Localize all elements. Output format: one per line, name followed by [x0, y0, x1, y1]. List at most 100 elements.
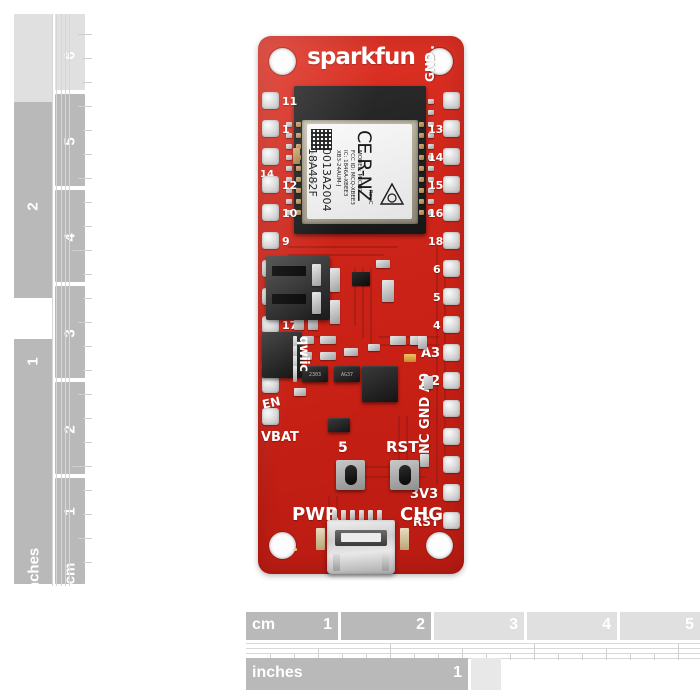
module-label-model: MODEL: MICRO [356, 150, 362, 192]
micro-usb-connector[interactable] [327, 520, 395, 574]
pin-label-right-3v3: 3V3 [410, 487, 439, 502]
pin-label-right-13: 13 [428, 123, 444, 136]
component-switch-small [420, 454, 429, 467]
header-pad-right-6[interactable] [443, 260, 460, 277]
horizontal-ruler-cm-tick-2: 2 [416, 616, 425, 633]
pin-label-right-5: 5 [433, 291, 441, 304]
header-pad-right-nc[interactable] [443, 428, 460, 445]
header-pad-right-15[interactable] [443, 176, 460, 193]
header-pad-right-3v3[interactable] [443, 484, 460, 501]
pwr-led [316, 528, 325, 550]
module-label-tracking: A31A1700020766 [310, 152, 314, 185]
pin-label-right-18: 18 [428, 235, 444, 248]
component-res-a [294, 316, 304, 330]
horizontal-ruler-inches-tick-1: 1 [453, 664, 462, 681]
header-pad-left-11[interactable] [262, 92, 279, 109]
xbee-rf-shield: CE R-NZ MODEL: MICRO FCC ID: MCQ-XBEE3 I… [302, 120, 418, 224]
reset-button[interactable] [390, 460, 419, 490]
ic-sot-c [328, 418, 350, 432]
vertical-ruler-ticks [52, 14, 92, 586]
horizontal-ruler: cm 1 2 3 4 5 [246, 612, 700, 694]
pin-label-right-a3: A3 [421, 346, 441, 361]
ic-sot-a: 2303 [302, 366, 328, 382]
header-pad-left-10[interactable] [262, 204, 279, 221]
horizontal-ruler-inches-segment-1: inches 1 [246, 658, 468, 690]
horizontal-ruler-cm-segment-3: 3 [434, 612, 524, 640]
user-button[interactable] [336, 460, 365, 490]
horizontal-ruler-cm-segment-5: 5 [620, 612, 700, 640]
vertical-ruler-inches-tick-1: 1 [24, 357, 42, 366]
horizontal-ruler-cm-segment-1: cm 1 [246, 612, 338, 640]
header-pad-left-9[interactable] [262, 232, 279, 249]
header-pad-right-14[interactable] [443, 148, 460, 165]
pin-label-left-17: 17 [282, 319, 298, 332]
ic-mark-a: 2303 [308, 371, 322, 378]
module-label-ic: IC: 1846A-XBEE3 [342, 150, 348, 197]
component-cap-3 [320, 352, 336, 360]
component-res-top [293, 148, 300, 164]
header-pad-left-12[interactable] [262, 176, 279, 193]
polarity-dot-icon [431, 46, 434, 49]
vertical-ruler: 6 5 4 3 2 1 cm 2 1 inches [0, 14, 92, 595]
header-pad-right-5[interactable] [443, 288, 460, 305]
vertical-ruler-inches-tick-2: 2 [24, 202, 42, 211]
header-pad-right-4[interactable] [443, 316, 460, 333]
qwiic-silk-label: qwiic [296, 336, 311, 372]
pin-label-left-1: 1 [282, 123, 290, 136]
header-pad-left-14[interactable] [262, 148, 279, 165]
component-res-b [308, 316, 318, 330]
module-label-rev: Rev C [367, 190, 373, 205]
vertical-ruler-cm-segment-6: 6 [55, 14, 85, 90]
mounting-hole-bottom-right [426, 532, 453, 559]
ic-qfn-main [362, 366, 398, 402]
chg-led-label: CHG [400, 504, 444, 525]
jst-pin-2 [330, 300, 340, 324]
pin-label-left-12: 12 [282, 179, 298, 192]
xbee-module-label: CE R-NZ MODEL: MICRO FCC ID: MCQ-XBEE3 I… [306, 124, 412, 219]
pin-label-right-4: 4 [433, 319, 441, 332]
pin-label-right-6: 6 [433, 263, 441, 276]
header-pad-left-en[interactable] [262, 376, 279, 393]
header-pad-right-13[interactable] [443, 120, 460, 137]
header-pad-right-gnd-bottom[interactable] [443, 456, 460, 473]
header-pad-right-gnd-top[interactable] [443, 92, 460, 109]
module-label-partnum: XB3-24AUM-J [335, 150, 341, 187]
header-pad-right-18[interactable] [443, 232, 460, 249]
header-pad-right-rst[interactable] [443, 512, 460, 529]
qwiic-connector[interactable] [262, 332, 302, 382]
vertical-ruler-inches-segment-top [14, 14, 52, 102]
vertical-ruler-cm-segment-5: 5 [55, 94, 85, 186]
component-mosfet [352, 272, 370, 286]
pin-label-right-16: 16 [428, 207, 444, 220]
header-pad-right-16[interactable] [443, 204, 460, 221]
header-pad-left-1[interactable] [262, 120, 279, 137]
header-pad-right-a2[interactable] [443, 372, 460, 389]
header-pad-left-17[interactable] [262, 316, 279, 333]
header-pad-right-a3[interactable] [443, 344, 460, 361]
vertical-ruler-cm-segment-2: 2 [55, 382, 85, 474]
header-pad-left-vbat[interactable] [262, 408, 279, 425]
horizontal-ruler-inches-segment-2 [471, 658, 501, 690]
component-res-right [418, 336, 427, 349]
mounting-hole-top-right [426, 48, 453, 75]
component-fuse [382, 280, 394, 302]
rcm-triangle-icon [379, 182, 405, 205]
horizontal-ruler-cm-tick-5: 5 [685, 616, 694, 633]
sparkfun-thing-plus-xbee3-board: sparkfun DIGI 34 [258, 36, 464, 574]
header-pad-right-a0[interactable] [443, 400, 460, 417]
horizontal-ruler-cm-tick-3: 3 [509, 616, 518, 633]
horizontal-ruler-inches-label: inches [252, 664, 303, 681]
xbee3-micro-module: CE R-NZ MODEL: MICRO FCC ID: MCQ-XBEE3 I… [294, 86, 426, 234]
horizontal-ruler-cm-segment-2: 2 [341, 612, 431, 640]
pin-label-left-14: 14 [260, 169, 274, 180]
pwr-led-label: PWR [292, 504, 339, 525]
horizontal-ruler-cm-label: cm [252, 616, 276, 633]
qr-code-icon [311, 129, 332, 150]
ic-mark-b: AG37 [340, 371, 354, 378]
component-cap-1 [298, 336, 314, 344]
reset-button-label: RST [386, 438, 419, 456]
vertical-ruler-inches-label: inches [25, 547, 43, 596]
jst-battery-connector[interactable] [266, 256, 330, 320]
mounting-hole-top-left [269, 48, 296, 75]
